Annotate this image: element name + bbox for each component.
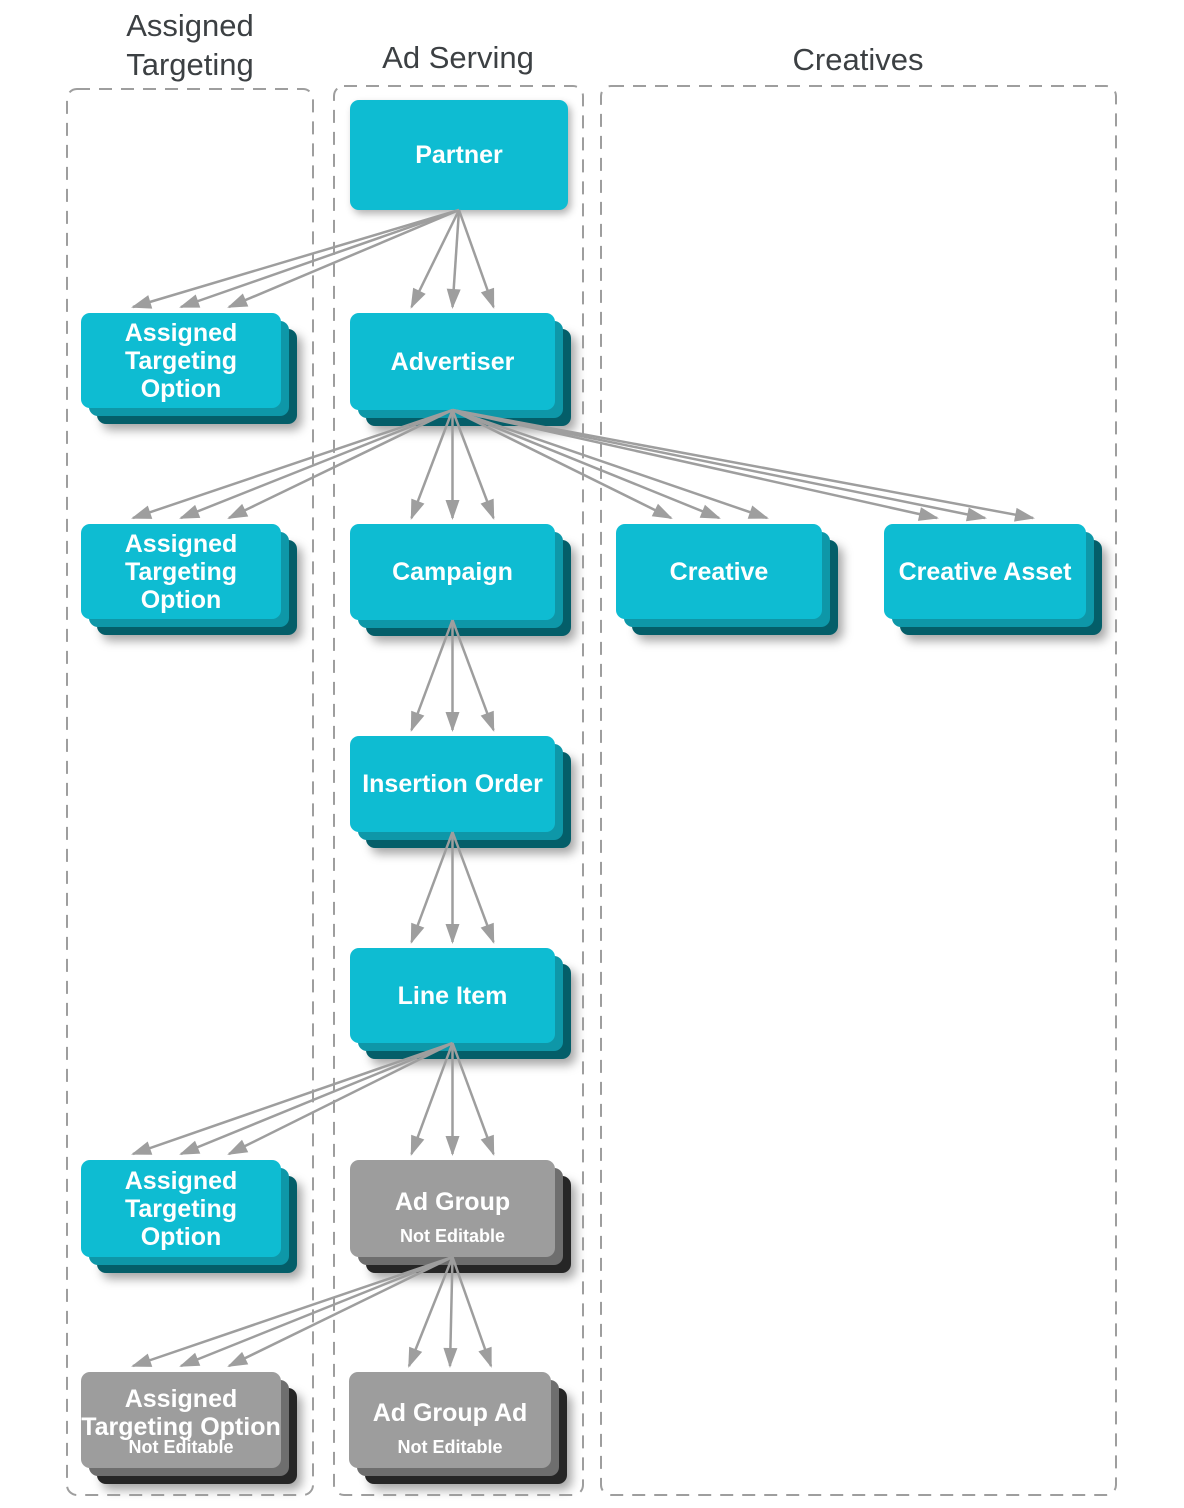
node-label-line: Assigned (124, 318, 238, 347)
node-face: Partner (350, 100, 568, 210)
node-face: Advertiser (350, 313, 555, 410)
node-label-line: Creative Asset (898, 557, 1072, 586)
edge-campaign-to-insertion_order (451, 619, 495, 732)
node-label-line: Option (140, 585, 222, 614)
edge-advertiser-to-ato_advertiser (131, 408, 453, 520)
edge-advertiser-to-creative (451, 408, 673, 520)
node-label-line: Line Item (397, 981, 508, 1010)
edge-ad_group-to-ato_ad_group (227, 1255, 454, 1368)
node-label-line: Targeting (124, 1194, 238, 1223)
node-sublabel: Not Editable (128, 1437, 234, 1457)
edge-line_item-to-ad_group (451, 1042, 495, 1156)
edge-partner-to-advertiser (446, 209, 461, 309)
node-ad-group-ad: Ad Group Ad Not Editable (349, 1372, 567, 1484)
node-label-line: Insertion Order (362, 770, 543, 798)
node-label: Creative Asset (899, 558, 1072, 586)
column-title-assigned-targeting: Assigned Targeting (126, 8, 254, 82)
edge-partner-to-ato_partner (131, 208, 460, 309)
column-title-creatives: Creatives (792, 42, 924, 77)
node-label: Ad Group (395, 1188, 510, 1216)
node-face: Line Item (350, 948, 555, 1043)
node-label-line: Advertiser (390, 347, 515, 376)
node-label-line: Assigned (124, 529, 238, 558)
edge-ad_group-to-ad_group_ad (443, 1256, 458, 1368)
edge-advertiser-to-ato_advertiser (179, 408, 453, 520)
node-label-line: Assigned (124, 1166, 238, 1195)
edge-advertiser-to-campaign (451, 409, 495, 520)
edge-partner-to-advertiser (457, 209, 495, 309)
node-label: Ad Group Ad (373, 1399, 528, 1427)
edge-line_item-to-ato_line_item (131, 1041, 453, 1156)
node-line-item: Line Item (350, 948, 571, 1059)
edge-advertiser-to-creative_asset (452, 408, 987, 522)
node-creative: Creative (616, 524, 838, 635)
node-face: Ad Group Ad Not Editable (349, 1372, 551, 1468)
node-label-line: Targeting (124, 557, 238, 586)
edge-advertiser-to-creative_asset (452, 408, 939, 521)
node-label-line: Option (140, 1222, 222, 1251)
edge-ad_group-to-ato_ad_group (179, 1255, 453, 1368)
edge-ad_group-to-ad_group_ad (407, 1256, 454, 1368)
node-label: Campaign (392, 558, 513, 586)
node-label-line: Creative (669, 557, 769, 586)
edge-insertion_order-to-line_item (410, 831, 454, 944)
edge-advertiser-to-creative (452, 408, 769, 520)
edge-insertion_order-to-line_item (451, 831, 495, 944)
node-label: Advertiser (391, 348, 515, 376)
column-border-assigned-targeting (66, 88, 314, 1496)
node-label: Partner (415, 141, 503, 169)
node-label-line: Ad Group (394, 1187, 511, 1216)
column-border-creatives (600, 85, 1117, 1496)
edge-advertiser-to-ato_advertiser (227, 408, 454, 520)
node-campaign: Campaign (350, 524, 571, 636)
node-face: Campaign (350, 524, 555, 620)
node-label-line: Campaign (392, 558, 513, 586)
node-face: Creative Asset (884, 524, 1086, 619)
node-label-line: Assigned (124, 1385, 238, 1413)
node-creative-asset: Creative Asset (884, 524, 1102, 635)
edge-campaign-to-insertion_order (410, 619, 454, 732)
edge-line_item-to-ad_group (410, 1042, 454, 1156)
node-label: Line Item (398, 982, 508, 1010)
edge-line_item-to-ato_line_item (179, 1041, 453, 1156)
node-label: Creative (670, 558, 769, 586)
node-label-line: Partner (415, 141, 503, 169)
node-advertiser: Advertiser (350, 313, 571, 426)
edge-partner-to-advertiser (410, 209, 461, 309)
node-label: Insertion Order (362, 770, 543, 798)
edge-advertiser-to-creative_asset (452, 408, 1035, 522)
node-insertion-order: Insertion Order (350, 736, 571, 848)
edge-partner-to-ato_partner (227, 208, 460, 309)
node-label-line: Targeting (124, 346, 238, 375)
node-sublabel: Not Editable (397, 1437, 503, 1457)
column-title-ad-serving: Ad Serving (382, 40, 534, 75)
edge-ad_group-to-ad_group_ad (451, 1256, 493, 1368)
node-face: Insertion Order (350, 736, 555, 832)
edge-ad_group-to-ato_ad_group (131, 1255, 453, 1368)
node-label-line: Ad Group Ad (372, 1399, 528, 1427)
edge-advertiser-to-creative (452, 408, 721, 520)
edge-partner-to-ato_partner (179, 208, 460, 309)
edge-line_item-to-ato_line_item (227, 1041, 454, 1156)
node-sublabel: Not Editable (399, 1226, 505, 1246)
node-partner: Partner (350, 100, 568, 210)
edge-advertiser-to-campaign (410, 409, 454, 520)
node-label-line: Option (140, 374, 222, 403)
node-face: Creative (616, 524, 822, 619)
